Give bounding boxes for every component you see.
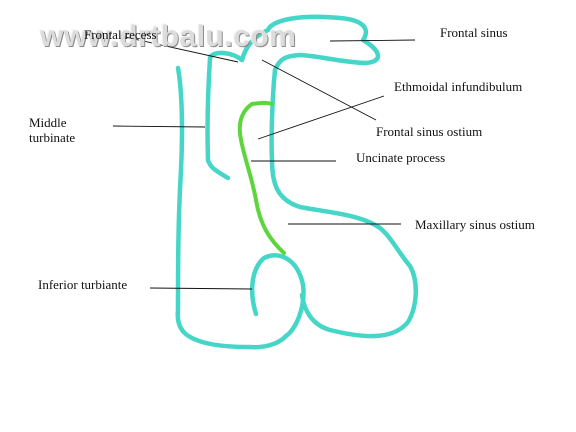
- frontal-sinus-outline: [239, 14, 381, 73]
- label-frontal-sinus-ostium: Frontal sinus ostium: [376, 124, 483, 139]
- label-uncinate-process: Uncinate process: [356, 150, 446, 165]
- label-frontal-sinus: Frontal sinus: [440, 25, 508, 40]
- middle-turbinate-outline: [205, 50, 245, 181]
- watermark: www.drtbalu.com: [40, 20, 297, 53]
- label-frontal-recess: Frontal recess: [84, 27, 157, 42]
- inferior-turbinate-outline: [175, 65, 306, 350]
- lateral-wall-outline: [269, 67, 418, 339]
- leader-frontal-sinus: [329, 39, 416, 42]
- label-middle-turbinate: Middle turbinate: [29, 115, 76, 145]
- label-maxillary-sinus-ostium: Maxillary sinus ostium: [415, 217, 535, 232]
- leader-ethmoidal-infundibulum: [257, 95, 385, 140]
- leader-middle-turbinate: [112, 125, 206, 128]
- label-ethmoidal-infundibulum: Ethmoidal infundibulum: [394, 79, 523, 94]
- label-inferior-turbinate: Inferior turbiante: [38, 277, 128, 292]
- leader-inferior-turbinate: [149, 287, 253, 290]
- leader-frontal-recess: [124, 36, 239, 63]
- leader-frontal-sinus-ostium: [261, 59, 377, 121]
- uncinate-process-line: [237, 100, 286, 255]
